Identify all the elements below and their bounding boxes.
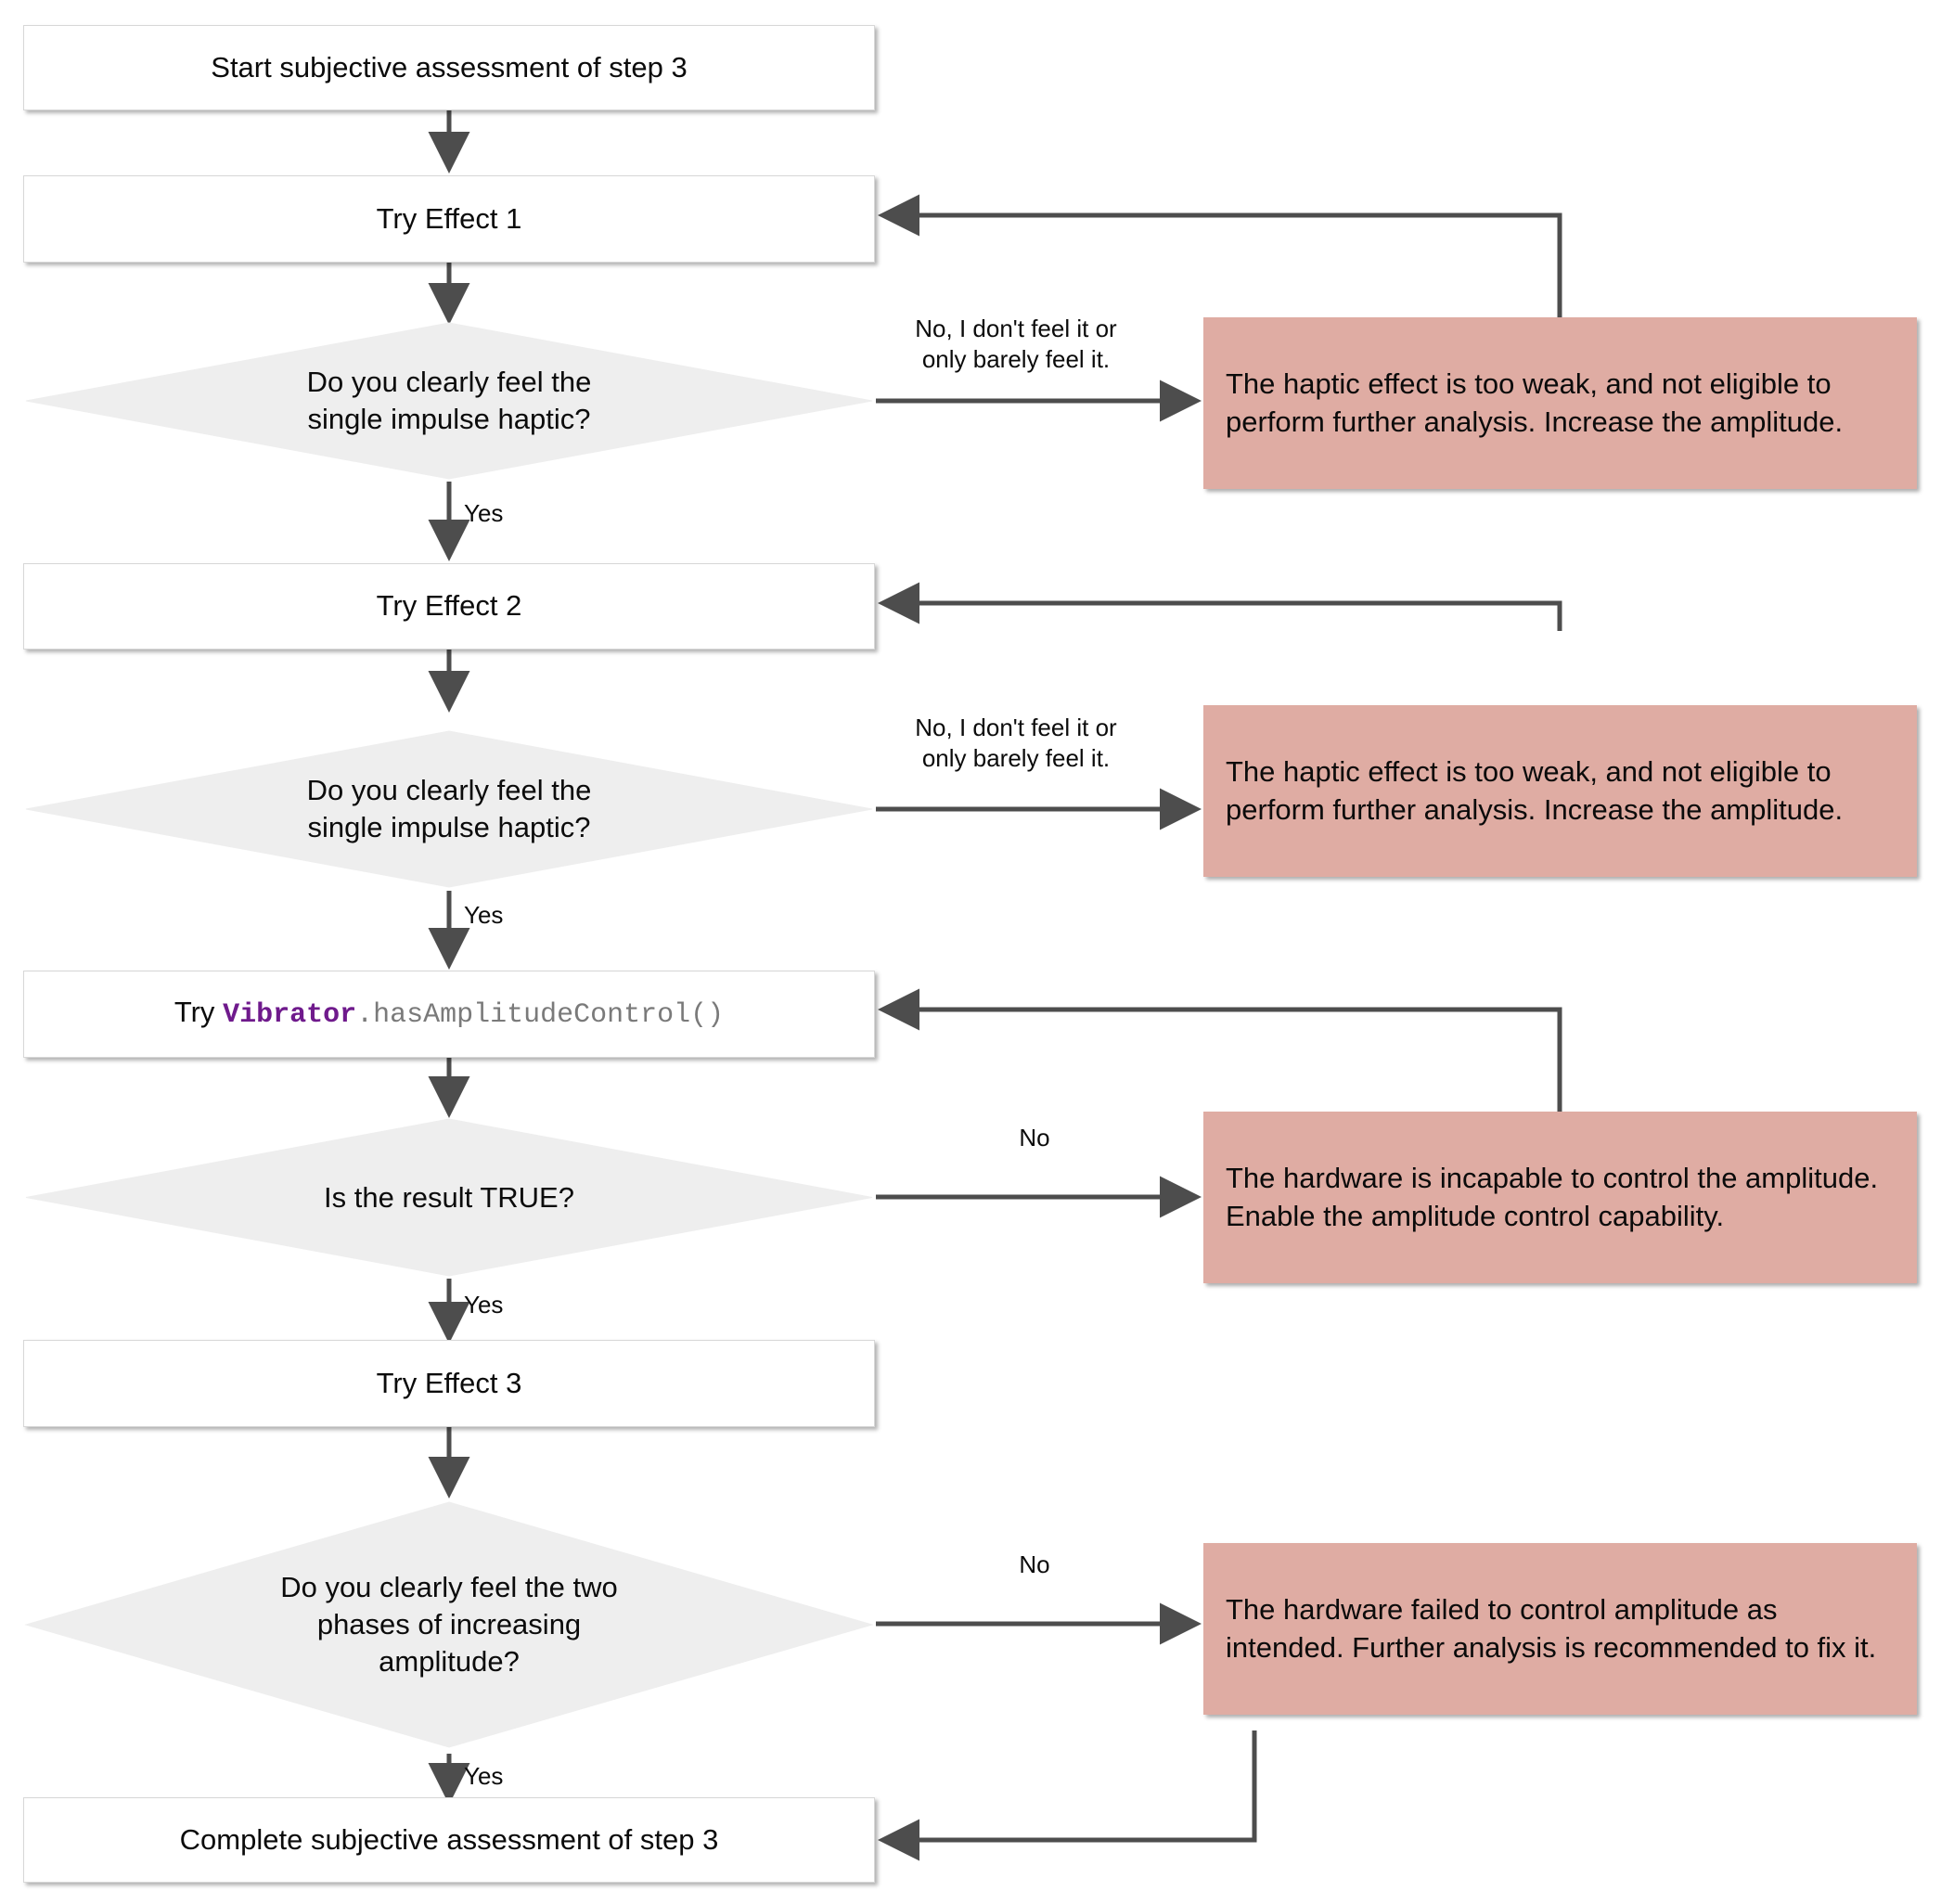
note-effect-too-weak-1: The haptic effect is too weak, and not e…: [1203, 317, 1917, 489]
node-complete-label: Complete subjective assessment of step 3: [179, 1822, 719, 1856]
code-class-vibrator: Vibrator: [223, 999, 357, 1032]
node-decision-feel-impulse-1[interactable]: Do you clearly feel the single impulse h…: [23, 320, 875, 482]
edge-note4-loopback: [878, 1730, 1257, 1861]
node-start-label: Start subjective assessment of step 3: [211, 50, 688, 84]
diamond-shape-icon: [24, 1501, 874, 1748]
node-try-effect-1-label: Try Effect 1: [376, 201, 522, 235]
note-hardware-incapable: The hardware is incapable to control the…: [1203, 1112, 1917, 1283]
edge-label-yes-2: Yes: [464, 901, 504, 929]
code-method-has-amplitude-control: .hasAmplitudeControl(): [356, 999, 725, 1032]
node-decision-feel-impulse-2-label: Do you clearly feel the single impulse h…: [306, 774, 592, 843]
node-decision-feel-impulse-2[interactable]: Do you clearly feel the single impulse h…: [23, 728, 875, 890]
note-effect-too-weak-2: The haptic effect is too weak, and not e…: [1203, 705, 1917, 877]
node-try-has-amplitude-control[interactable]: Try Vibrator.hasAmplitudeControl(): [23, 971, 875, 1058]
node-decision-feel-impulse-1-label: Do you clearly feel the single impulse h…: [306, 366, 592, 435]
node-try-effect-3[interactable]: Try Effect 3: [23, 1340, 875, 1427]
note-hardware-incapable-text: The hardware is incapable to control the…: [1226, 1161, 1879, 1232]
node-try-effect-3-label: Try Effect 3: [376, 1366, 522, 1399]
code-line: Try Vibrator.hasAmplitudeControl(): [174, 995, 724, 1034]
note-hardware-failed-amplitude: The hardware failed to control amplitude…: [1203, 1543, 1917, 1715]
edge-note2-loopback: [878, 582, 1562, 631]
diamond-shape-icon: [25, 730, 873, 888]
note-effect-too-weak-2-text: The haptic effect is too weak, and not e…: [1226, 754, 1844, 826]
edge-note1-loopback: [878, 194, 1562, 317]
diamond-shape-icon: [25, 1118, 873, 1277]
diamond-shape-icon: [25, 322, 873, 480]
node-decision-two-phases[interactable]: Do you clearly feel the two phases of in…: [23, 1499, 875, 1750]
node-start[interactable]: Start subjective assessment of step 3: [23, 25, 875, 110]
code-keyword-try: Try: [174, 996, 224, 1029]
node-try-effect-2[interactable]: Try Effect 2: [23, 563, 875, 650]
node-try-effect-1[interactable]: Try Effect 1: [23, 175, 875, 263]
node-decision-result-true-label: Is the result TRUE?: [324, 1180, 574, 1214]
node-decision-two-phases-label: Do you clearly feel the two phases of in…: [280, 1571, 618, 1678]
edge-label-yes-3: Yes: [464, 1291, 504, 1319]
edge-label-no-feel-1: No, I don't feel it or only barely feel …: [915, 315, 1117, 373]
edge-label-yes-4: Yes: [464, 1762, 504, 1790]
edge-label-no-4: No: [1019, 1550, 1050, 1578]
note-hardware-failed-amplitude-text: The hardware failed to control amplitude…: [1226, 1592, 1877, 1664]
edge-note3-loopback: [878, 988, 1562, 1112]
node-try-effect-2-label: Try Effect 2: [376, 589, 522, 623]
edge-label-yes-1: Yes: [464, 499, 504, 527]
edge-label-no-feel-2: No, I don't feel it or only barely feel …: [915, 714, 1117, 772]
node-complete[interactable]: Complete subjective assessment of step 3: [23, 1797, 875, 1883]
node-decision-result-true[interactable]: Is the result TRUE?: [23, 1116, 875, 1279]
edge-label-no-3: No: [1019, 1124, 1050, 1151]
note-effect-too-weak-1-text: The haptic effect is too weak, and not e…: [1226, 367, 1844, 438]
